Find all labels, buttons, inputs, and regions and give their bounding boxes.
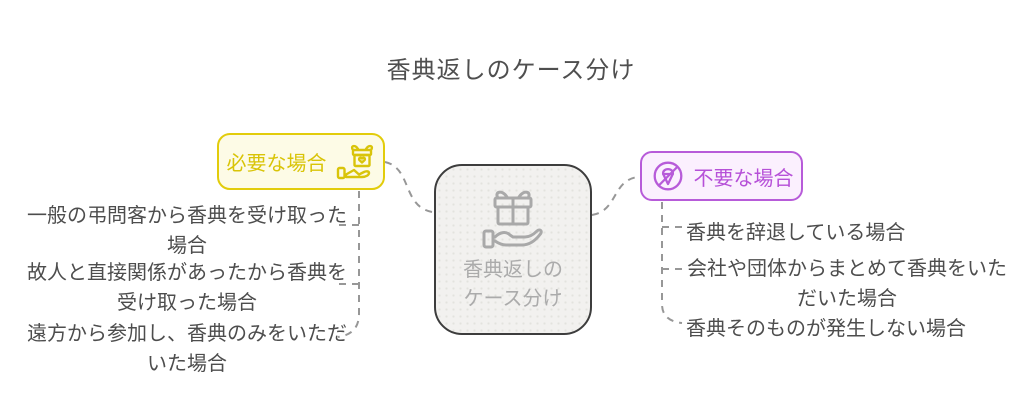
- connector-notrequired-trunk: [661, 202, 683, 324]
- no-gift-icon: [650, 158, 686, 194]
- center-label-line2: ケース分け: [463, 286, 563, 310]
- case-item-not-required-2: 会社や団体からまとめて香典をいただいた場合: [687, 256, 1007, 310]
- case-item-required-1: 一般の弔問客から香典を受け取った場合: [27, 203, 347, 257]
- gift-on-hand-icon: [482, 186, 544, 250]
- center-label-line1: 香典返しの: [463, 257, 563, 281]
- connector-required-to-center: [384, 161, 433, 213]
- case-item-required-2: 故人と直接関係があったから香典を受け取った場合: [27, 260, 347, 314]
- center-node-label: 香典返しの ケース分け: [463, 255, 563, 313]
- case-item-not-required-3: 香典そのものが発生しない場合: [686, 316, 966, 340]
- branch-not-required-label: 不要な場合: [693, 165, 794, 190]
- branch-node-required[interactable]: 必要な場合: [217, 133, 385, 190]
- diagram-title: 香典返しのケース分け: [386, 56, 636, 84]
- gift-heart-hand-icon: [336, 143, 376, 181]
- center-node[interactable]: 香典返しの ケース分け: [434, 164, 592, 335]
- case-item-not-required-1: 香典を辞退している場合: [686, 220, 906, 244]
- connector-center-to-notrequired: [591, 176, 639, 216]
- case-item-required-3: 遠方から参加し、香典のみをいただいた場合: [27, 321, 347, 375]
- branch-node-not-required[interactable]: 不要な場合: [640, 151, 803, 201]
- branch-required-label: 必要な場合: [226, 151, 327, 175]
